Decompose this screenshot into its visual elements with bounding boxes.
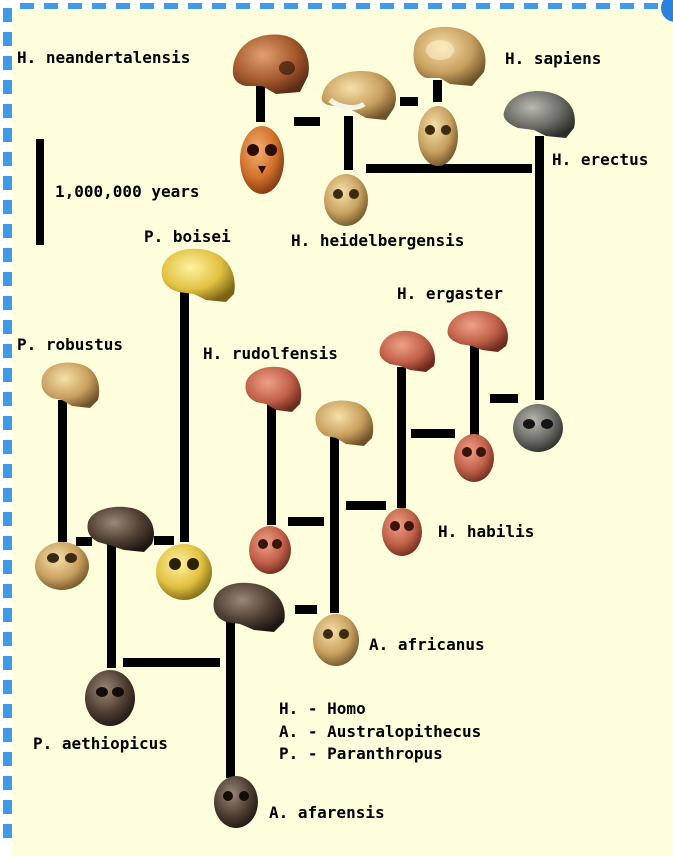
skull-ergaster-side (448, 311, 508, 352)
skull-robustus-front (35, 542, 89, 590)
label-rudolfensis: H. rudolfensis (203, 346, 338, 362)
skull-erectus-side (504, 91, 575, 138)
skull-boisei-side (162, 249, 235, 302)
label-neanderthalensis: H. neandertalensis (17, 50, 190, 66)
skull-sapiens-side (414, 27, 486, 86)
label-afarensis: A. afarensis (269, 805, 385, 821)
label-heidelbergensis: H. heidelbergensis (291, 233, 464, 249)
skull-rudolfensis-front (249, 526, 291, 574)
skull-afarensis-side (214, 583, 285, 632)
skull-heidelbergensis-front (324, 174, 368, 226)
skull-africanus-side (315, 401, 373, 447)
skull-sapiens-front (418, 106, 458, 166)
skull-rudolfensis-side (245, 367, 301, 412)
label-sapiens: H. sapiens (505, 51, 601, 67)
label-boisei: P. boisei (144, 229, 231, 245)
skull-habilis-front (382, 508, 422, 556)
label-ergaster: H. ergaster (397, 286, 503, 302)
label-aethiopicus: P. aethiopicus (33, 736, 168, 752)
label-erectus: H. erectus (552, 152, 648, 168)
skull-heidelbergensis-side (322, 71, 396, 120)
skull-erectus-front (513, 404, 563, 452)
skull-habilis-side (379, 331, 435, 372)
skull-afarensis-front (214, 776, 258, 828)
label-africanus: A. africanus (369, 637, 485, 653)
scale-label: 1,000,000 years (55, 184, 200, 200)
legend-australopithecus: A. - Australopithecus (279, 724, 481, 740)
skull-robustus-side (41, 363, 99, 408)
label-robustus: P. robustus (17, 337, 123, 353)
legend-homo: H. - Homo (279, 701, 366, 717)
label-habilis: H. habilis (438, 524, 534, 540)
skull-africanus-front (313, 614, 359, 666)
skull-aethiopicus-front (85, 670, 135, 726)
skull-aethiopicus-side (87, 507, 153, 552)
legend-paranthropus: P. - Paranthropus (279, 746, 443, 762)
skull-neanderthalensis-front (240, 126, 284, 194)
skull-neanderthalensis-side (233, 34, 309, 94)
skull-ergaster-front (454, 434, 494, 482)
skull-boisei-front (156, 544, 212, 600)
